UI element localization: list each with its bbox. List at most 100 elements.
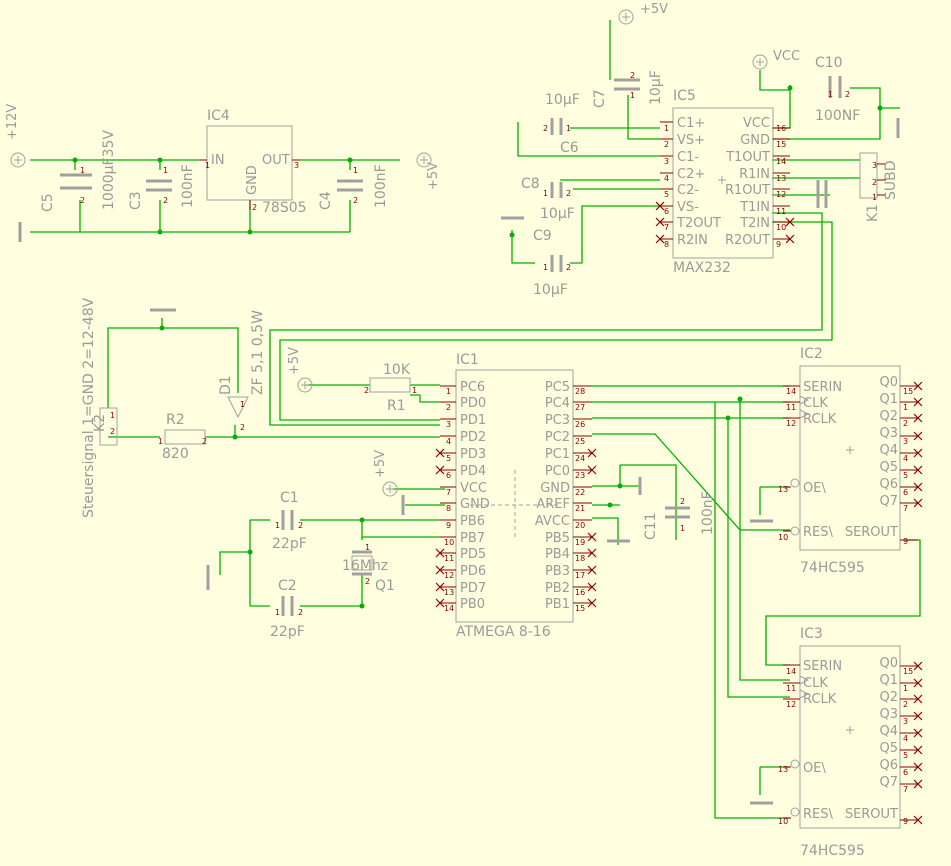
k1-name: K1 <box>865 204 881 222</box>
no-connect-mark <box>435 598 445 608</box>
ic1-right-pin-6: GND <box>540 481 570 496</box>
svg-text:3: 3 <box>903 437 908 446</box>
ic2-right-pin-3: Q3 <box>879 426 898 441</box>
supply-vcc: VCC <box>773 49 800 64</box>
svg-text:2: 2 <box>364 386 369 395</box>
ic3-right-pin-4: Q4 <box>879 724 898 739</box>
ic2-left-pin-0: SERIN <box>803 380 842 395</box>
ic1-left-pin-2: PD1 <box>460 413 486 428</box>
c10-name: C10 <box>815 55 843 71</box>
svg-text:1: 1 <box>240 400 245 409</box>
q1-value: 16Mhz <box>342 558 388 574</box>
svg-text:13: 13 <box>776 174 786 183</box>
labels: IC4 IN OUT GND 78S05 +12V +5V +5V VCC +5… <box>5 2 899 859</box>
no-connect-mark <box>913 694 923 704</box>
ic1-left-pin-10: PD5 <box>460 547 486 562</box>
ic5-left-pin-3: C2+ <box>677 167 705 182</box>
svg-text:2: 2 <box>630 71 635 80</box>
ic5-left-pin-1: VS+ <box>677 133 705 148</box>
svg-text:1: 1 <box>543 263 548 272</box>
no-connect-mark <box>587 598 597 608</box>
ic5-right-pin-7: R2OUT <box>725 233 770 248</box>
svg-text:11: 11 <box>786 403 796 412</box>
no-connect-mark <box>913 745 923 755</box>
ic1-right-pin-2: PC3 <box>545 413 570 428</box>
supply-5v-r1: +5V <box>287 347 302 375</box>
ic1-right-pin-7: AREF <box>536 497 570 512</box>
ic4-pin-gnd: GND <box>245 165 260 195</box>
c8-name: C8 <box>521 176 540 192</box>
c7-value: 10µF <box>648 70 664 105</box>
ic3-left-pin-1: CLK <box>803 676 828 691</box>
svg-text:1: 1 <box>903 403 908 412</box>
svg-text:12: 12 <box>786 419 796 428</box>
no-connect-marks <box>435 201 923 825</box>
ic5-right-pin-3: R1IN <box>739 167 770 182</box>
svg-text:12: 12 <box>776 190 786 199</box>
no-connect-mark <box>435 448 445 458</box>
no-connect-mark <box>913 381 923 391</box>
svg-text:1: 1 <box>630 91 635 100</box>
svg-text:26: 26 <box>575 420 585 429</box>
svg-text:1: 1 <box>412 386 417 395</box>
svg-text:13: 13 <box>778 765 788 774</box>
svg-text:2: 2 <box>664 140 669 149</box>
ic1-pin-labels-left: PC6PD0PD1PD2PD3PD4VCCGNDPB6PB7PD5PD6PD7P… <box>460 380 490 612</box>
ic4-pin-in: IN <box>211 153 225 168</box>
no-connect-mark <box>785 234 795 244</box>
c10-value: 100NF <box>815 108 860 124</box>
svg-text:10: 10 <box>776 223 786 232</box>
no-connect-mark <box>587 465 597 475</box>
svg-text:11: 11 <box>776 207 786 216</box>
svg-text:2: 2 <box>240 423 245 432</box>
c9-value: 10µF <box>533 282 568 298</box>
ic1-right-pin-0: PC5 <box>545 380 570 395</box>
r2-value: 820 <box>162 446 189 462</box>
c1-value: 22pF <box>272 536 307 552</box>
svg-text:12: 12 <box>444 571 454 580</box>
svg-text:1: 1 <box>205 161 210 170</box>
svg-text:4: 4 <box>446 437 451 446</box>
no-connect-mark <box>785 217 795 227</box>
ic2-right-pin-6: Q6 <box>879 477 898 492</box>
svg-text:15: 15 <box>903 387 913 396</box>
ic2-right-pin-2: Q2 <box>879 409 898 424</box>
no-connect-mark <box>655 234 665 244</box>
svg-text:1: 1 <box>353 166 358 175</box>
ic1-left-pin-13: PB0 <box>460 597 485 612</box>
svg-text:11: 11 <box>786 684 796 693</box>
ic3-left-pin-4: RES\ <box>803 807 833 822</box>
c6-name: C6 <box>560 140 579 156</box>
no-connect-mark <box>435 582 445 592</box>
ic1-right-pin-9: PB5 <box>545 531 570 546</box>
no-connect-mark <box>913 762 923 772</box>
d1-name: D1 <box>218 375 234 395</box>
ic4-pin-out: OUT <box>262 153 290 168</box>
ic4-name: IC4 <box>207 108 230 124</box>
c3-name: C3 <box>128 191 144 210</box>
svg-text:9: 9 <box>903 817 908 826</box>
ic1-left-pin-8: PB6 <box>460 514 485 529</box>
ic5-right-pin-5: T1IN <box>739 200 770 215</box>
c5-name: C5 <box>40 193 56 212</box>
svg-text:2: 2 <box>110 427 115 436</box>
ic2-value: 74HC595 <box>800 560 865 576</box>
no-connect-mark <box>435 565 445 575</box>
junction-dots <box>72 85 883 609</box>
svg-text:5: 5 <box>903 751 908 760</box>
svg-text:1: 1 <box>365 543 370 552</box>
ic2-right-pin-7: Q7 <box>879 494 898 509</box>
svg-text:15: 15 <box>575 604 585 613</box>
ic3-right-pin-2: Q2 <box>879 690 898 705</box>
no-connect-mark <box>435 548 445 558</box>
ic4-value: 78S05 <box>262 200 307 216</box>
c7-name: C7 <box>592 89 608 108</box>
ic1-left-pin-0: PC6 <box>460 380 485 395</box>
q1-name: Q1 <box>375 578 395 594</box>
svg-text:4: 4 <box>903 454 908 463</box>
ic3-right-pin-7: Q7 <box>879 775 898 790</box>
ic5-left-pin-4: C2- <box>677 183 699 198</box>
no-connect-mark <box>913 465 923 475</box>
